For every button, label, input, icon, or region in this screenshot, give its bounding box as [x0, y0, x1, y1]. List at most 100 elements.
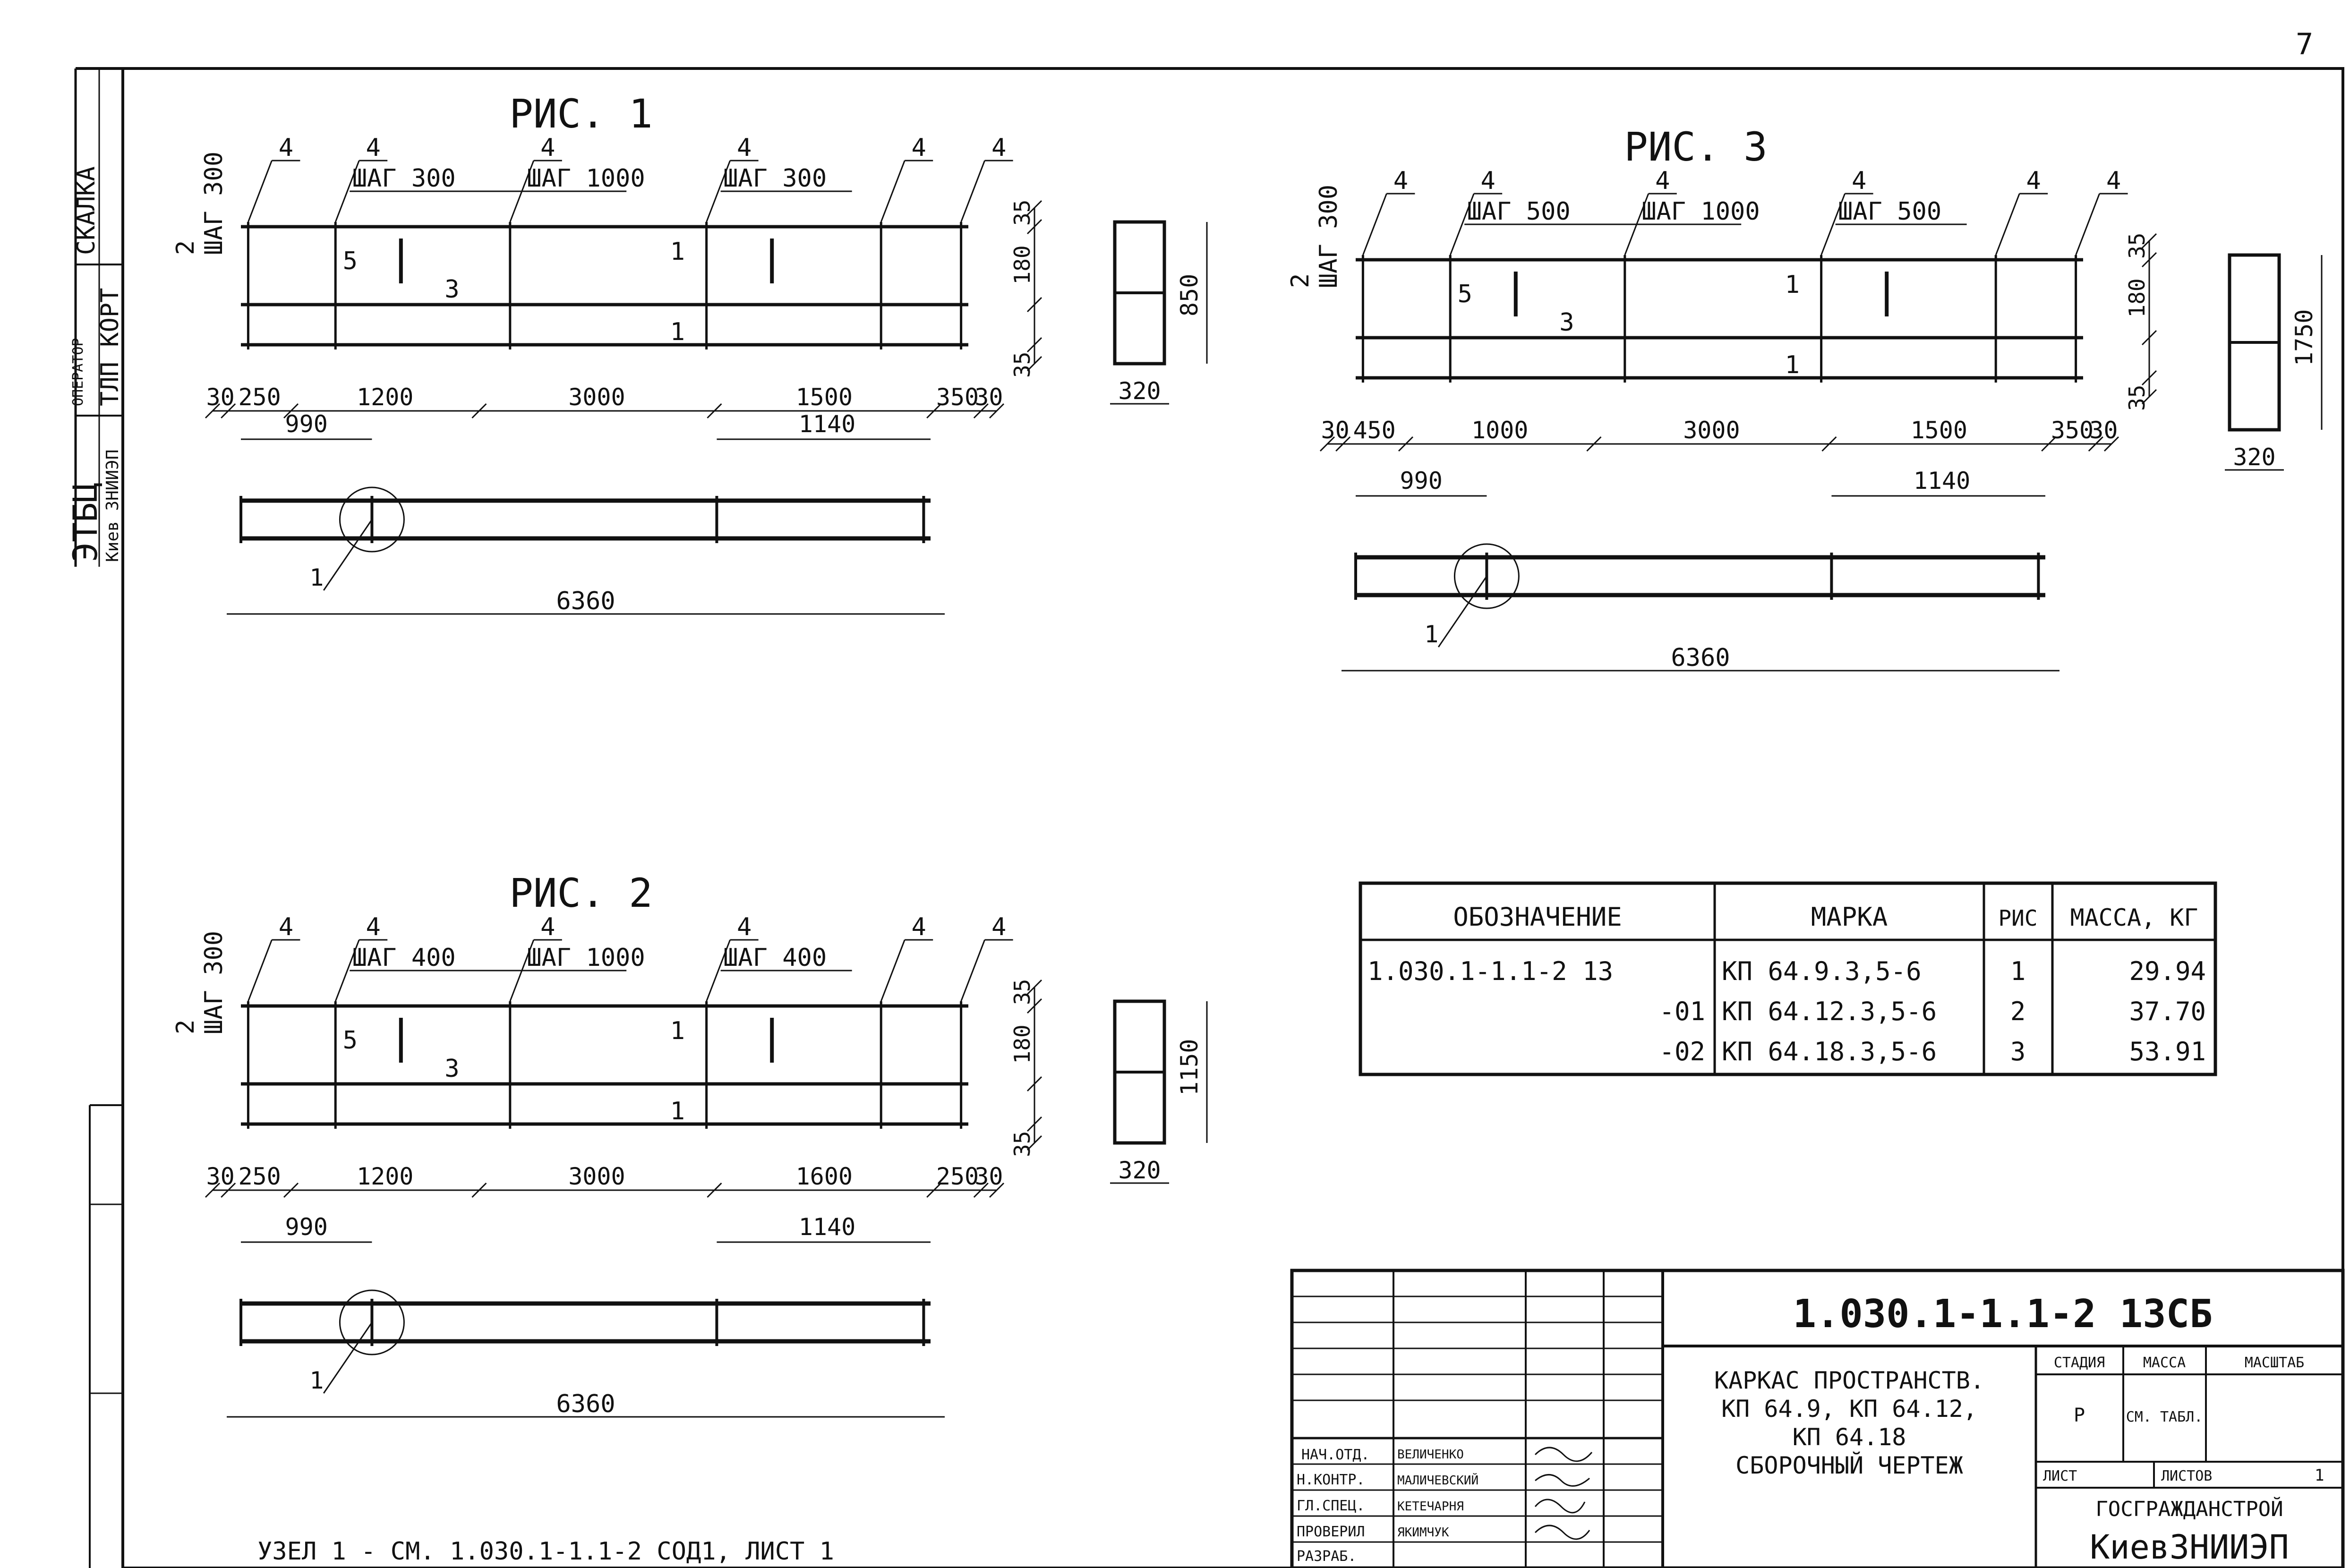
dimension-label: 30 [974, 1163, 1003, 1190]
dimension-label: 1200 [357, 383, 413, 411]
dim-tick [205, 1182, 221, 1198]
name-checked: ЯКИМЧУК [1397, 1525, 1449, 1540]
position-label: 1 [670, 1017, 685, 1045]
callout-number: 4 [737, 134, 752, 162]
dim-tick [471, 1182, 487, 1198]
stage-label: СТАДИЯ [2054, 1355, 2105, 1371]
callout-number: 4 [912, 134, 926, 162]
dim-tick [989, 1182, 1005, 1198]
position-label: 3 [1559, 308, 1574, 337]
dim-tick [221, 403, 236, 419]
dimension-label: 35 [1009, 979, 1035, 1005]
dim-tick [2041, 436, 2057, 452]
dimension-label: 350 [936, 383, 979, 411]
callout-leader [706, 160, 731, 222]
spec-row-1-designation: 1.030.1-1.1-2 13 [1367, 956, 1613, 986]
spec-row-3-mark: КП 64.18.3,5-6 [1722, 1037, 1937, 1066]
position-label: 1 [670, 318, 685, 346]
callout-number: 4 [279, 913, 293, 941]
spec-row-3-fig: 3 [2010, 1037, 2026, 1066]
title-line-1: КАРКАС ПРОСТРАНСТВ. [1714, 1367, 1984, 1394]
dimension-label: 35 [2124, 233, 2150, 259]
left-step-label: ШАГ 300 [200, 152, 228, 255]
dim-tick [221, 1182, 236, 1198]
callout-leader [880, 160, 906, 222]
org-top: ГОСГРАЖДАНСТРОЙ [2095, 1496, 2283, 1521]
dim-tick [2141, 389, 2157, 405]
dim-tick [2141, 233, 2157, 249]
step-label: ШАГ 1000 [1641, 197, 1760, 226]
left-mark: 2 [171, 1020, 200, 1034]
mass-label: МАССА [2143, 1355, 2186, 1371]
drawing-code: 1.030.1-1.1-2 13СБ [1793, 1292, 2213, 1337]
spec-table: ОБОЗНАЧЕНИЕ МАРКА РИС МАССА, КГ 1.030.1-… [1359, 881, 2217, 1076]
dim-tick [283, 1182, 299, 1198]
side-stamp-org: ЭТБЦ [66, 482, 105, 562]
dim-tick [1586, 436, 1602, 452]
step-label: ШАГ 300 [723, 164, 827, 193]
role-head-dept: НАЧ.ОТД. [1301, 1447, 1370, 1463]
sheets-value: 1 [2315, 1466, 2324, 1485]
dim-tick [1026, 200, 1043, 216]
side-stamp: СКАЛКА ОПЕРАТОР ТЛП КОРТ ЭТБЦ Киев ЗНИИЭ… [66, 68, 124, 567]
node-circle [339, 1289, 405, 1355]
callout-leader [248, 160, 273, 222]
dim-tick [926, 1182, 942, 1198]
callout-number: 4 [366, 913, 381, 941]
plan-position: 1 [309, 564, 324, 591]
org-bottom: КиевЗНИИЭП [2090, 1528, 2289, 1567]
dimension-label: 350 [2051, 417, 2094, 444]
dimension-label: 35 [1009, 352, 1035, 378]
dimension-label: 180 [1009, 1024, 1035, 1064]
callout-leader [1449, 193, 1475, 256]
figure-title: РИС. 1 [509, 91, 652, 137]
dimension-label: 3000 [568, 1163, 625, 1190]
dimension-label: 30 [206, 1163, 234, 1190]
plan-position: 1 [309, 1367, 324, 1394]
dimension-label: 35 [2124, 385, 2150, 411]
node-circle [339, 486, 405, 553]
dim-tick [1319, 436, 1335, 452]
spec-header-fig: РИС [1998, 905, 2037, 931]
plan-total: 6360 [1671, 644, 1730, 672]
spec-row-3-designation: -02 [1659, 1037, 1705, 1066]
spec-row-2-designation: -01 [1659, 997, 1705, 1026]
callout-leader [960, 160, 986, 222]
callout-leader [880, 939, 906, 1002]
dim-tick [1026, 356, 1043, 372]
step-label: ШАГ 1000 [527, 944, 645, 972]
left-step-label: ШАГ 300 [200, 931, 228, 1034]
dim-tick [1026, 998, 1043, 1014]
position-label: 5 [343, 247, 358, 275]
signature-scribble [1534, 1525, 1590, 1540]
spec-header-designation: ОБОЗНАЧЕНИЕ [1453, 902, 1622, 932]
plan-total: 6360 [556, 1390, 615, 1418]
title-block: НАЧ.ОТД. Н.КОНТР. ГЛ.СПЕЦ. ПРОВЕРИЛ РАЗР… [1290, 1269, 2345, 1568]
dim-tick [2088, 436, 2103, 452]
dim-tick [2141, 370, 2157, 386]
position-label: 5 [1458, 280, 1472, 308]
role-norm-control: Н.КОНТР. [1297, 1472, 1365, 1488]
callout-leader [334, 939, 360, 1002]
callout-leader [1362, 193, 1387, 256]
callout-number: 4 [1655, 167, 1670, 195]
side-stamp-operator: ТЛП КОРТ [96, 288, 124, 406]
section-height: 850 [1176, 274, 1203, 316]
callout-number: 4 [737, 913, 752, 941]
signature-scribble [1534, 1447, 1593, 1462]
spec-row-3-mass: 53.91 [2129, 1037, 2206, 1066]
dimension-label: 250 [238, 383, 281, 411]
dimension-label: 30 [2089, 417, 2118, 444]
dim-tick [1026, 979, 1043, 995]
role-developed: РАЗРАБ. [1297, 1548, 1356, 1565]
section-height: 1150 [1176, 1039, 1203, 1096]
left-mark: 2 [171, 240, 200, 255]
dimension-label: 35 [1009, 200, 1035, 226]
position-label: 1 [1785, 271, 1800, 299]
dimension-label: 250 [238, 1163, 281, 1190]
